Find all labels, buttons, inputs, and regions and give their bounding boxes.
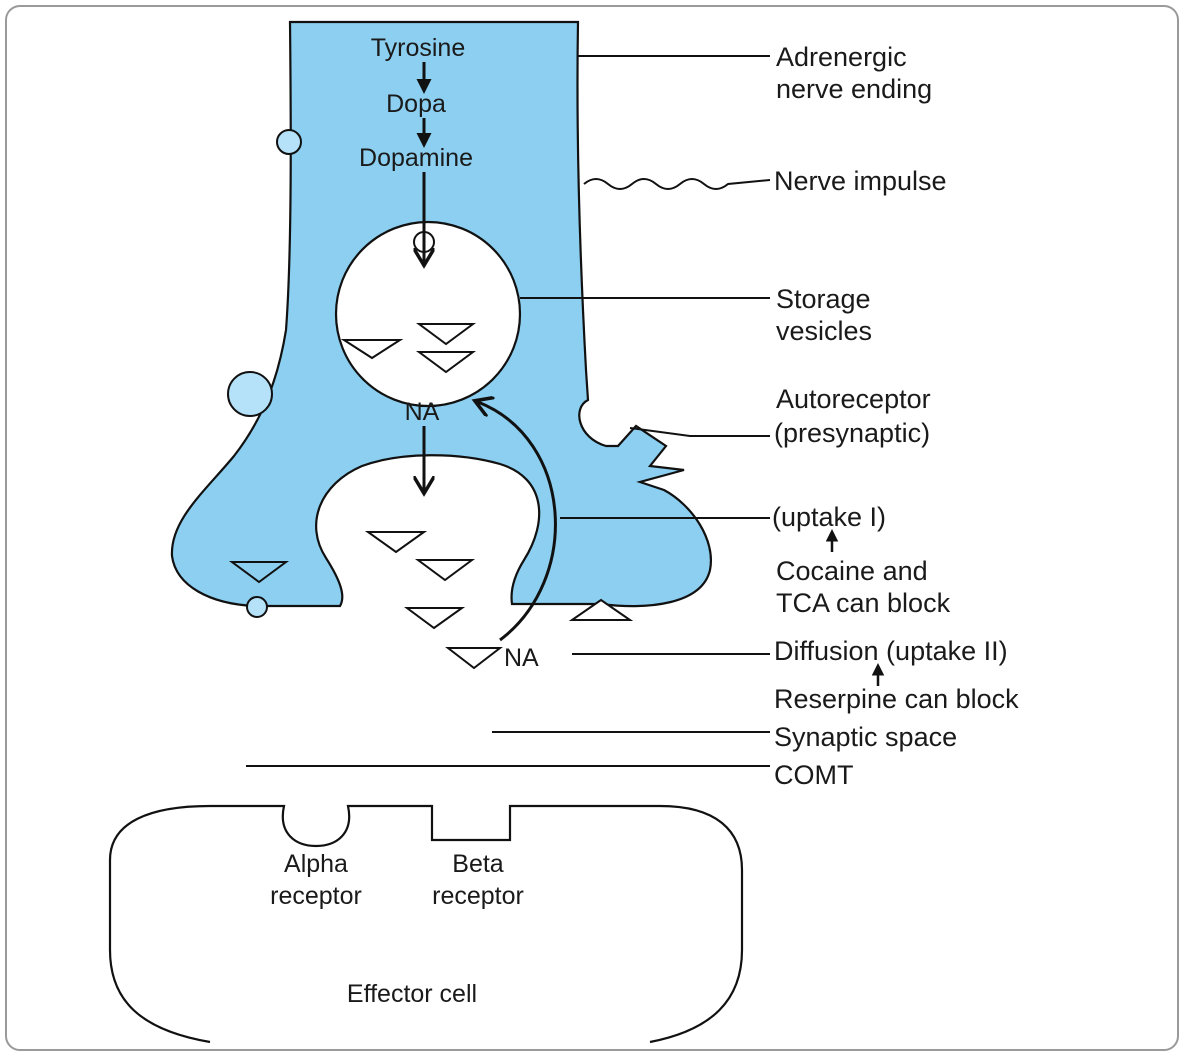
label-beta-line1: Beta — [452, 850, 504, 878]
na-triangle — [368, 532, 424, 552]
callout-storage-line2: vesicles — [776, 316, 872, 346]
callout-synaptic-space: Synaptic space — [774, 722, 957, 752]
callout-cocaine-line1: Cocaine and — [776, 556, 928, 586]
callout-autoreceptor-line2: (presynaptic) — [774, 418, 930, 448]
callout-nerve-impulse: Nerve impulse — [774, 166, 947, 196]
callout-storage-line1: Storage — [776, 284, 871, 314]
callout-cocaine-line2: TCA can block — [776, 588, 951, 618]
membrane-bump-top — [277, 130, 301, 154]
label-na-inside: NA — [405, 398, 440, 426]
label-dopamine: Dopamine — [359, 144, 473, 172]
na-triangle — [418, 560, 472, 580]
label-alpha-line2: receptor — [270, 882, 362, 910]
label-tyrosine: Tyrosine — [371, 34, 465, 62]
storage-vesicle — [336, 222, 520, 406]
label-effector-cell: Effector cell — [347, 980, 477, 1008]
callout-uptake1: (uptake I) — [772, 502, 886, 532]
na-triangle — [448, 648, 500, 668]
callout-autoreceptor-line1: Autoreceptor — [776, 384, 931, 414]
label-dopa: Dopa — [386, 90, 446, 118]
callout-comt: COMT — [774, 760, 853, 790]
membrane-bump-large — [228, 372, 272, 416]
na-triangle — [407, 608, 462, 628]
callout-reserpine: Reserpine can block — [774, 684, 1019, 714]
callout-diffusion: Diffusion (uptake II) — [774, 636, 1008, 666]
leader-nerve-impulse — [584, 179, 770, 189]
callout-adrenergic-line2: nerve ending — [776, 74, 932, 104]
label-beta-line2: receptor — [432, 882, 524, 910]
membrane-bump-bottom — [247, 597, 267, 617]
label-na-outside: NA — [504, 644, 539, 672]
label-alpha-line1: Alpha — [284, 850, 348, 878]
callout-adrenergic-line1: Adrenergic — [776, 42, 907, 72]
